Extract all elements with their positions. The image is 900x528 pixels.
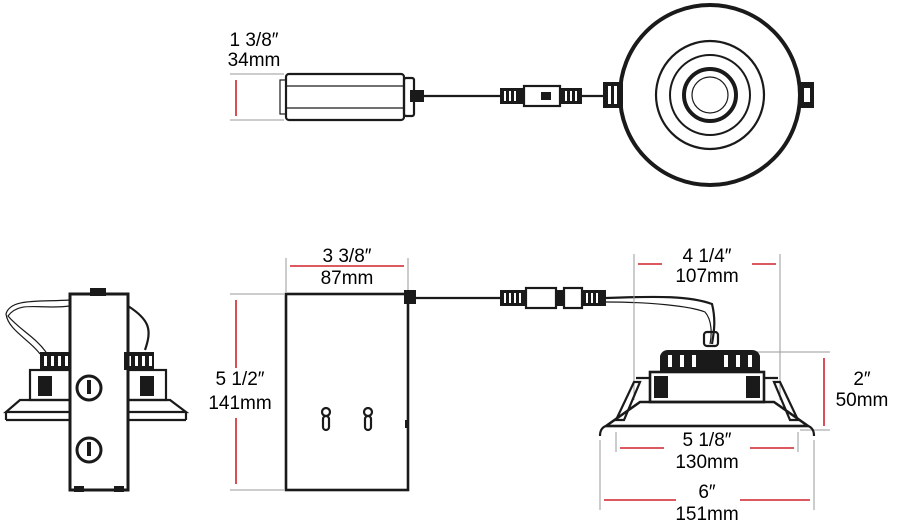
top-view: 1 3/8″ 34mm [228, 3, 814, 187]
side-view-left [3, 288, 190, 492]
heatsink-left [3, 352, 190, 422]
connector-side [500, 286, 606, 310]
overall-mm-label: 151mm [675, 504, 738, 525]
overall-dimension: 6″ 151mm [599, 440, 815, 525]
keyhole-slot [320, 406, 332, 432]
trim-top-mm-label: 107mm [675, 266, 738, 287]
fixture-height-mm-label: 50mm [836, 390, 889, 411]
top-height-mm-label: 34mm [228, 50, 281, 71]
keyhole-slot [362, 406, 374, 432]
top-height-in-label: 1 3/8″ [230, 30, 279, 51]
driver-box-top [279, 72, 424, 122]
driver-height-mm-label: 141mm [208, 393, 271, 414]
trim-top-in-label: 4 1/4″ [683, 246, 732, 267]
driver-height-in-label: 5 1/2″ [216, 369, 265, 390]
driver-edge [68, 288, 130, 492]
fixture-top [603, 3, 814, 187]
cutout-dimension: 5 1/8″ 130mm [615, 430, 799, 473]
cutout-in-label: 5 1/8″ [683, 430, 732, 451]
fixture-height-in-label: 2″ [853, 369, 871, 390]
driver-width-mm-label: 87mm [321, 268, 374, 289]
cable [605, 301, 712, 345]
fixture-side-view: 4 1/4″ 107mm 2″ 50mm [598, 246, 889, 437]
driver-front-view: 3 3/8″ 87mm 5 1/2″ 141mm [208, 246, 416, 492]
overall-in-label: 6″ [698, 482, 716, 503]
driver-width-in-label: 3 3/8″ [323, 246, 372, 267]
connector-top [500, 84, 582, 108]
cutout-mm-label: 130mm [675, 452, 738, 473]
